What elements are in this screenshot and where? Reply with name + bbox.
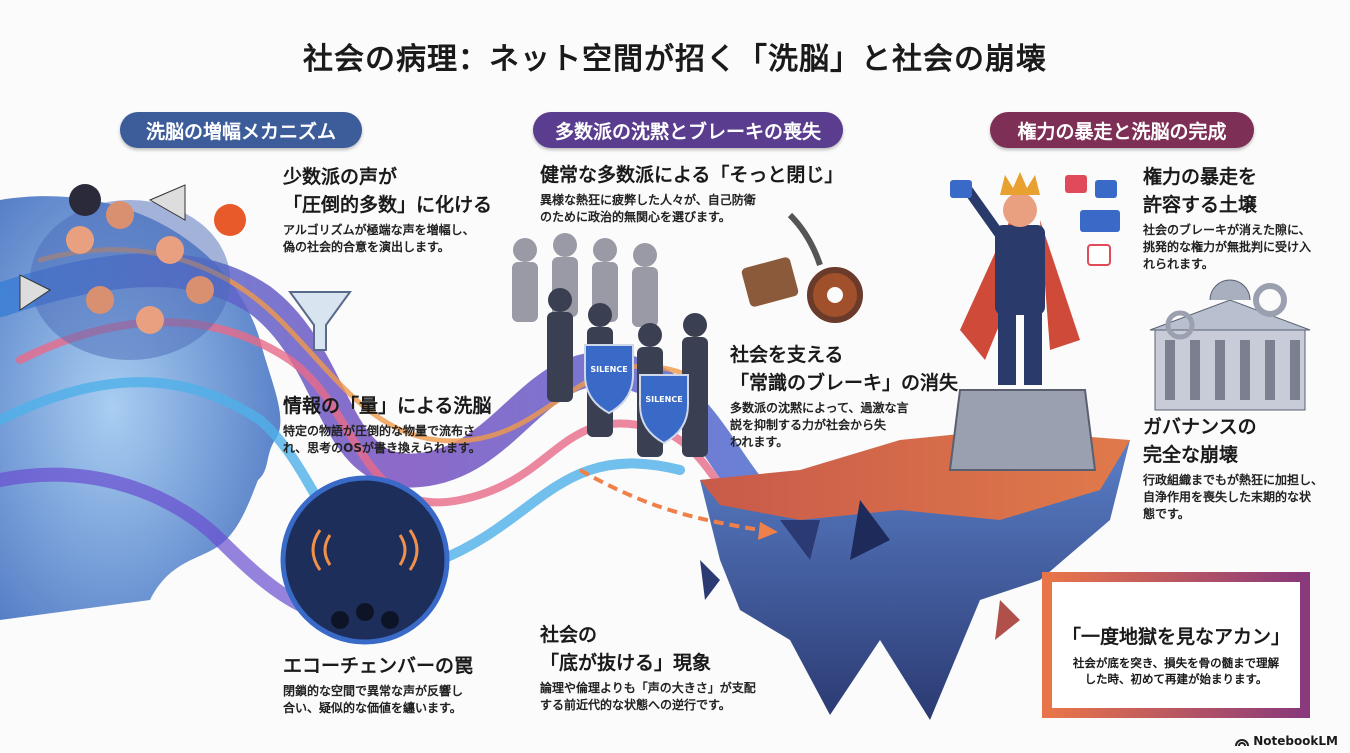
block-heading: 情報の「量」による洗脳 (283, 395, 492, 417)
block-body: 閉鎖的な空間で異常な声が反響し 合い、疑似的な価値を纏います。 (283, 684, 464, 715)
quote-heading: 「一度地獄を見なアカン」 (1061, 626, 1290, 648)
block-heading: ガバナンスの 完全な崩壊 (1143, 416, 1257, 466)
block-information-volume: 情報の「量」による洗脳 特定の物語が圧倒的な物量で流布さ れ、思考のOSが書き換… (283, 392, 491, 457)
page-title: 社会の病理：ネット空間が招く「洗脳」と社会の崩壊 (303, 42, 1047, 77)
section-banner-amplification: 洗脳の増幅メカニズム (120, 112, 362, 148)
block-brake-loss: 社会を支える 「常識のブレーキ」の消失 多数派の沈黙によって、過激な言 説を抑制… (730, 341, 958, 451)
section-banner-silent-majority: 多数派の沈黙とブレーキの喪失 (533, 112, 843, 148)
block-echo-chamber: エコーチェンバーの罠 閉鎖的な空間で異常な声が反響し 合い、疑似的な価値を纏いま… (283, 652, 473, 717)
block-body: 行政組織までもが熱狂に加担し、 自浄作用を喪失した末期的な状 態です。 (1143, 473, 1324, 521)
shield-label: SILENCE (645, 395, 682, 404)
block-governance-collapse: ガバナンスの 完全な崩壊 行政組織までもが熱狂に加担し、 自浄作用を喪失した末期… (1143, 413, 1323, 523)
brand-watermark: NotebookLM (1235, 734, 1338, 748)
block-body: 特定の物語が圧倒的な物量で流布さ れ、思考のOSが書き換えられます。 (283, 424, 481, 455)
block-heading: 健常な多数派による「そっと閉じ」 (540, 164, 844, 186)
block-body: アルゴリズムが極端な声を増幅し、 偽の社会的合意を演出します。 (283, 223, 475, 254)
block-heading: 社会を支える 「常識のブレーキ」の消失 (730, 344, 959, 394)
quote-box: 「一度地獄を見なアカン」 社会が底を突き、損失を骨の髄まで理解 した時、初めて再… (1042, 572, 1310, 718)
block-minority-voice: 少数派の声が 「圧倒的多数」に化ける アルゴリズムが極端な声を増幅し、 偽の社会… (283, 163, 492, 256)
block-body: 論理や倫理よりも「声の大きさ」が支配 する前近代的な状態への逆行です。 (540, 681, 756, 712)
collapsing-cliff (700, 430, 1130, 720)
broken-brake-icon (741, 212, 863, 323)
notebooklm-logo-icon (1235, 739, 1250, 747)
government-building-icon (1149, 279, 1311, 411)
quote-body: 社会が底を突き、損失を骨の髄まで理解 した時、初めて再建が始まります。 (1072, 656, 1280, 686)
brand-name: NotebookLM (1253, 734, 1338, 748)
block-quiet-close: 健常な多数派による「そっと閉じ」 異様な熱狂に疲弊した人々が、自己防衛 のために… (540, 161, 843, 226)
flow-arrow (579, 468, 761, 532)
funnel-icon (288, 291, 352, 351)
echo-chamber-circle (280, 475, 450, 645)
block-heading: 少数派の声が 「圧倒的多数」に化ける (283, 166, 493, 216)
block-body: 多数派の沈黙によって、過激な言 説を抑制する力が社会から失 われます。 (730, 401, 909, 449)
section-banner-power: 権力の暴走と洗脳の完成 (990, 112, 1254, 148)
block-heading: エコーチェンバーの罠 (283, 655, 474, 677)
silent-crowd: SILENCE SILENCE (512, 233, 708, 457)
block-power-soil: 権力の暴走を 許容する土壌 社会のブレーキが消えた隙に、 挑発的な権力が無批判に… (1143, 163, 1311, 273)
block-bottom-out: 社会の 「底が抜ける」現象 論理や倫理よりも「声の大きさ」が支配 する前近代的な… (540, 621, 756, 714)
shouting-crowd (19, 184, 246, 360)
block-heading: 権力の暴走を 許容する土壌 (1143, 166, 1258, 216)
block-body: 社会のブレーキが消えた隙に、 挑発的な権力が無批判に受け入 れられます。 (1143, 223, 1312, 271)
block-body: 異様な熱狂に疲弊した人々が、自己防衛 のために政治的無関心を選びます。 (540, 193, 756, 224)
block-heading: 社会の 「底が抜ける」現象 (540, 624, 712, 674)
shield-label: SILENCE (590, 365, 627, 374)
tyrant-on-pedestal (948, 172, 1120, 471)
